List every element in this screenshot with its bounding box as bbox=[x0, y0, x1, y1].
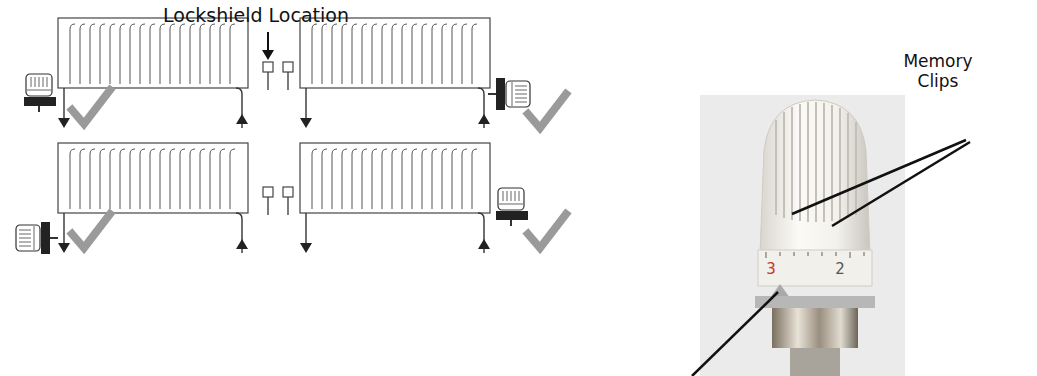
trv-valve bbox=[496, 188, 528, 226]
callout-label: Memory Clips bbox=[900, 52, 976, 91]
valve-nut bbox=[772, 308, 858, 348]
valve-pipe bbox=[790, 348, 840, 376]
lockshield-valve bbox=[283, 62, 293, 90]
leader-line bbox=[692, 292, 778, 376]
trv-valve bbox=[16, 222, 58, 254]
pointer-arrowhead bbox=[262, 50, 274, 60]
dial-number: 2 bbox=[832, 261, 848, 278]
dial-ticks bbox=[766, 252, 864, 258]
photo-background bbox=[700, 95, 905, 376]
radiator bbox=[300, 18, 490, 128]
check-mark bbox=[528, 214, 566, 248]
trv-photo bbox=[700, 95, 905, 376]
dial-scale bbox=[758, 250, 872, 286]
lockshield-valve bbox=[283, 187, 293, 215]
check-mark bbox=[72, 214, 110, 248]
dial-number: 3 bbox=[763, 261, 779, 278]
lockshield-valve bbox=[263, 62, 273, 90]
radiator bbox=[58, 18, 248, 128]
check-mark bbox=[72, 90, 110, 124]
trv-valve bbox=[24, 74, 56, 112]
lockshield-valve bbox=[263, 187, 273, 215]
check-mark bbox=[528, 94, 566, 128]
callout-label: Lockshield Location bbox=[163, 5, 383, 27]
pointer-arrow bbox=[267, 32, 269, 52]
radiator bbox=[58, 143, 248, 253]
trv-valve bbox=[488, 78, 530, 110]
leader-line bbox=[792, 140, 966, 214]
radiator bbox=[300, 143, 490, 253]
leader-line bbox=[832, 142, 970, 226]
trv-knob bbox=[760, 100, 870, 255]
